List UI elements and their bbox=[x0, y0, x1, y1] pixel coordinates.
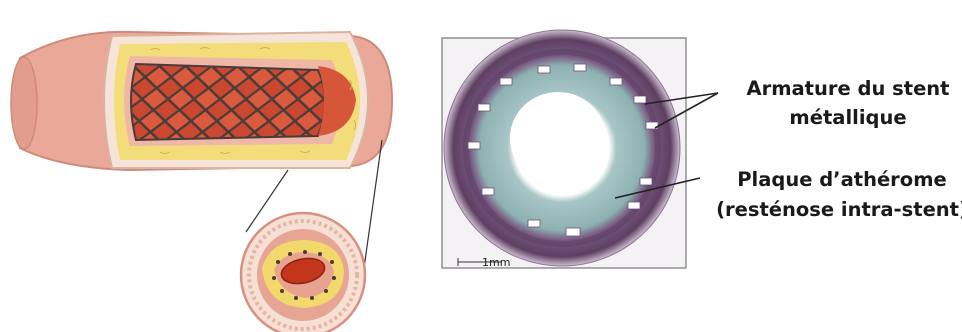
scale-bar-label: 1mm bbox=[482, 256, 510, 269]
stent-frame-label-line1: Armature du stent bbox=[746, 77, 949, 100]
artery-cross-section-icon bbox=[241, 213, 365, 332]
histology-micrograph: 1mm bbox=[442, 30, 686, 269]
plaque-label-line1: Plaque d’athérome bbox=[737, 168, 947, 191]
stent-frame-label-line2: métallique bbox=[789, 106, 906, 129]
plaque-label-line2: (resténose intra-stent) bbox=[716, 198, 962, 221]
